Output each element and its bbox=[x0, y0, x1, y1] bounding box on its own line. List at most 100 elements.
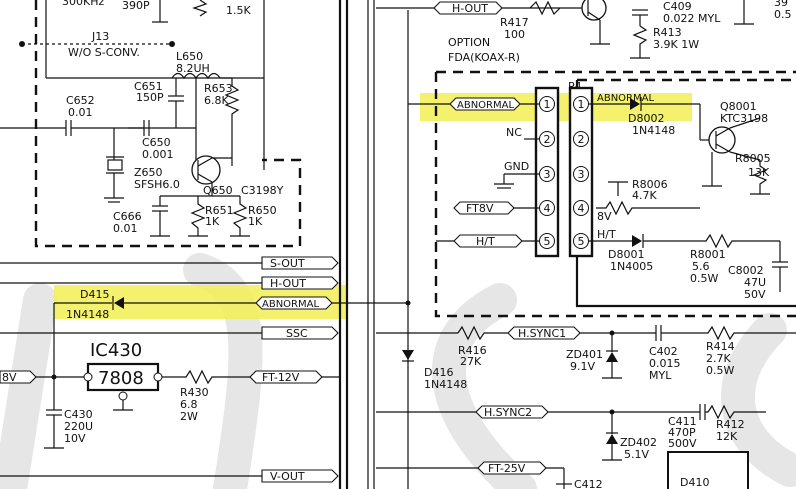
label-zd401-val: 9.1V bbox=[570, 360, 595, 373]
label-c651: C651 bbox=[134, 80, 163, 93]
flag-v-out bbox=[261, 469, 339, 483]
flag-h-sync2 bbox=[475, 405, 549, 419]
label-d8002-val: 1N4148 bbox=[632, 124, 675, 137]
label-zd401: ZD401 bbox=[566, 348, 603, 361]
label-c666: C666 bbox=[113, 210, 142, 223]
label-r8006-val: 4.7K bbox=[632, 189, 657, 202]
pin-left-3: 3 bbox=[544, 168, 551, 181]
label-ic430: IC430 bbox=[90, 340, 142, 361]
label-fda: FDA(KOAX-R) bbox=[448, 51, 520, 64]
label-c650: C650 bbox=[142, 136, 171, 149]
bus-lines bbox=[338, 0, 409, 489]
label-d410: D410 bbox=[680, 476, 709, 489]
label-abnormal-mid: ABNORMAL bbox=[262, 299, 319, 310]
label-ssc: SSC bbox=[286, 327, 308, 340]
pin-right-1: 1 bbox=[578, 98, 585, 111]
label-wo-sconv: W/O S-CONV. bbox=[68, 46, 140, 59]
label-r8005: R8005 bbox=[735, 152, 771, 165]
label-v-out: V-OUT bbox=[270, 470, 305, 483]
label-gnd: GND bbox=[504, 160, 529, 173]
label-c666-val: 0.01 bbox=[113, 222, 138, 235]
label-c651-val: 150P bbox=[136, 91, 164, 104]
label-d8001-val: 1N4005 bbox=[610, 260, 653, 273]
label-r8006: R8006 bbox=[632, 178, 668, 191]
label-r430-w: 2W bbox=[180, 410, 198, 423]
label-abnormal-left: ABNORMAL bbox=[457, 100, 514, 111]
pin-right-4: 4 bbox=[578, 202, 585, 215]
pin-left-4: 4 bbox=[544, 202, 551, 215]
label-ft25v: FT-25V bbox=[488, 462, 526, 475]
label-r416-val: 27K bbox=[460, 355, 482, 368]
label-z650-val: SFSH6.0 bbox=[134, 178, 180, 191]
label-zd402-val: 5.1V bbox=[624, 448, 649, 461]
label-ft12v: FT-12V bbox=[262, 371, 300, 384]
label-c411-v: 500V bbox=[668, 437, 697, 450]
label-d416-val: 1N4148 bbox=[424, 378, 467, 391]
flag-h-out-top bbox=[433, 1, 503, 15]
label-c650-val: 0.001 bbox=[142, 148, 174, 161]
label-h-sync2: H.SYNC2 bbox=[484, 406, 532, 419]
q650-transistor-symbol bbox=[191, 155, 221, 185]
label-r417-val: 100 bbox=[504, 28, 525, 41]
label-c652: C652 bbox=[66, 94, 95, 107]
label-ht-right: H/T bbox=[597, 228, 616, 241]
label-h-sync1: H.SYNC1 bbox=[518, 327, 566, 340]
label-c430: C430 bbox=[64, 408, 93, 421]
flag-abnormal-mid bbox=[255, 296, 333, 310]
label-s-out: S-OUT bbox=[270, 257, 305, 270]
label-r653-val: 6.8K bbox=[204, 94, 229, 107]
label-r413-val: 3.9K 1W bbox=[653, 38, 699, 51]
label-ic430-val: 7808 bbox=[98, 368, 144, 389]
label-c411: C411 bbox=[668, 415, 697, 428]
label-r412: R412 bbox=[716, 418, 745, 431]
flag-8v-left bbox=[0, 370, 37, 384]
pin-right-5: 5 bbox=[578, 235, 585, 248]
flag-ssc bbox=[261, 326, 339, 340]
label-c652-val: 0.01 bbox=[68, 106, 93, 119]
connector-left-pins: 1 2 3 4 5 bbox=[539, 96, 555, 249]
label-r650: R650 bbox=[248, 204, 277, 217]
label-r650-val: 1K bbox=[248, 215, 263, 228]
label-r653: R653 bbox=[204, 82, 233, 95]
label-c8002-v: 50V bbox=[744, 288, 766, 301]
pin-right-3: 3 bbox=[578, 168, 585, 181]
label-r414-val: 2.7K bbox=[706, 352, 731, 365]
pin-left-2: 2 bbox=[544, 133, 551, 146]
flag-h-out-mid bbox=[261, 276, 339, 290]
q8001-transistor-symbol bbox=[708, 126, 736, 154]
label-d8002: D8002 bbox=[628, 112, 664, 125]
label-d416: D416 bbox=[424, 366, 453, 379]
label-r417: R417 bbox=[500, 16, 529, 29]
flag-ft12v bbox=[249, 370, 323, 384]
label-ft8v: FT8V bbox=[466, 202, 494, 215]
label-r430-val: 6.8 bbox=[180, 398, 198, 411]
label-300khz: 300KHz bbox=[62, 0, 104, 8]
label-c430-val: 220U bbox=[64, 420, 93, 433]
label-r413: R413 bbox=[653, 26, 682, 39]
d410-box bbox=[667, 451, 749, 489]
label-q8001: Q8001 bbox=[720, 100, 757, 113]
label-c409: C409 bbox=[663, 0, 692, 13]
label-39: 39 bbox=[774, 0, 788, 9]
label-h-out-top: H-OUT bbox=[452, 2, 488, 15]
label-abnormal-right: ABNORMAL bbox=[597, 93, 654, 104]
label-r8005-val: 13K bbox=[748, 166, 770, 179]
label-nc: NC bbox=[506, 126, 522, 139]
label-c402-val: 0.015 bbox=[649, 357, 681, 370]
flag-s-out bbox=[261, 256, 339, 270]
label-q650-val: C3198Y bbox=[241, 184, 284, 197]
flag-ft8v bbox=[453, 201, 515, 215]
dashed-module-left bbox=[34, 0, 302, 248]
label-zd402: ZD402 bbox=[620, 436, 657, 449]
label-ht-left: H/T bbox=[476, 235, 495, 248]
pin-left-5: 5 bbox=[544, 235, 551, 248]
label-c411-val: 470P bbox=[668, 426, 696, 439]
flag-ht-left bbox=[453, 234, 523, 248]
label-c430-v: 10V bbox=[64, 432, 86, 445]
label-d415-val: 1N4148 bbox=[66, 308, 109, 321]
label-option: OPTION bbox=[448, 36, 490, 49]
label-r651: R651 bbox=[205, 204, 234, 217]
label-h-out-mid: H-OUT bbox=[270, 277, 306, 290]
